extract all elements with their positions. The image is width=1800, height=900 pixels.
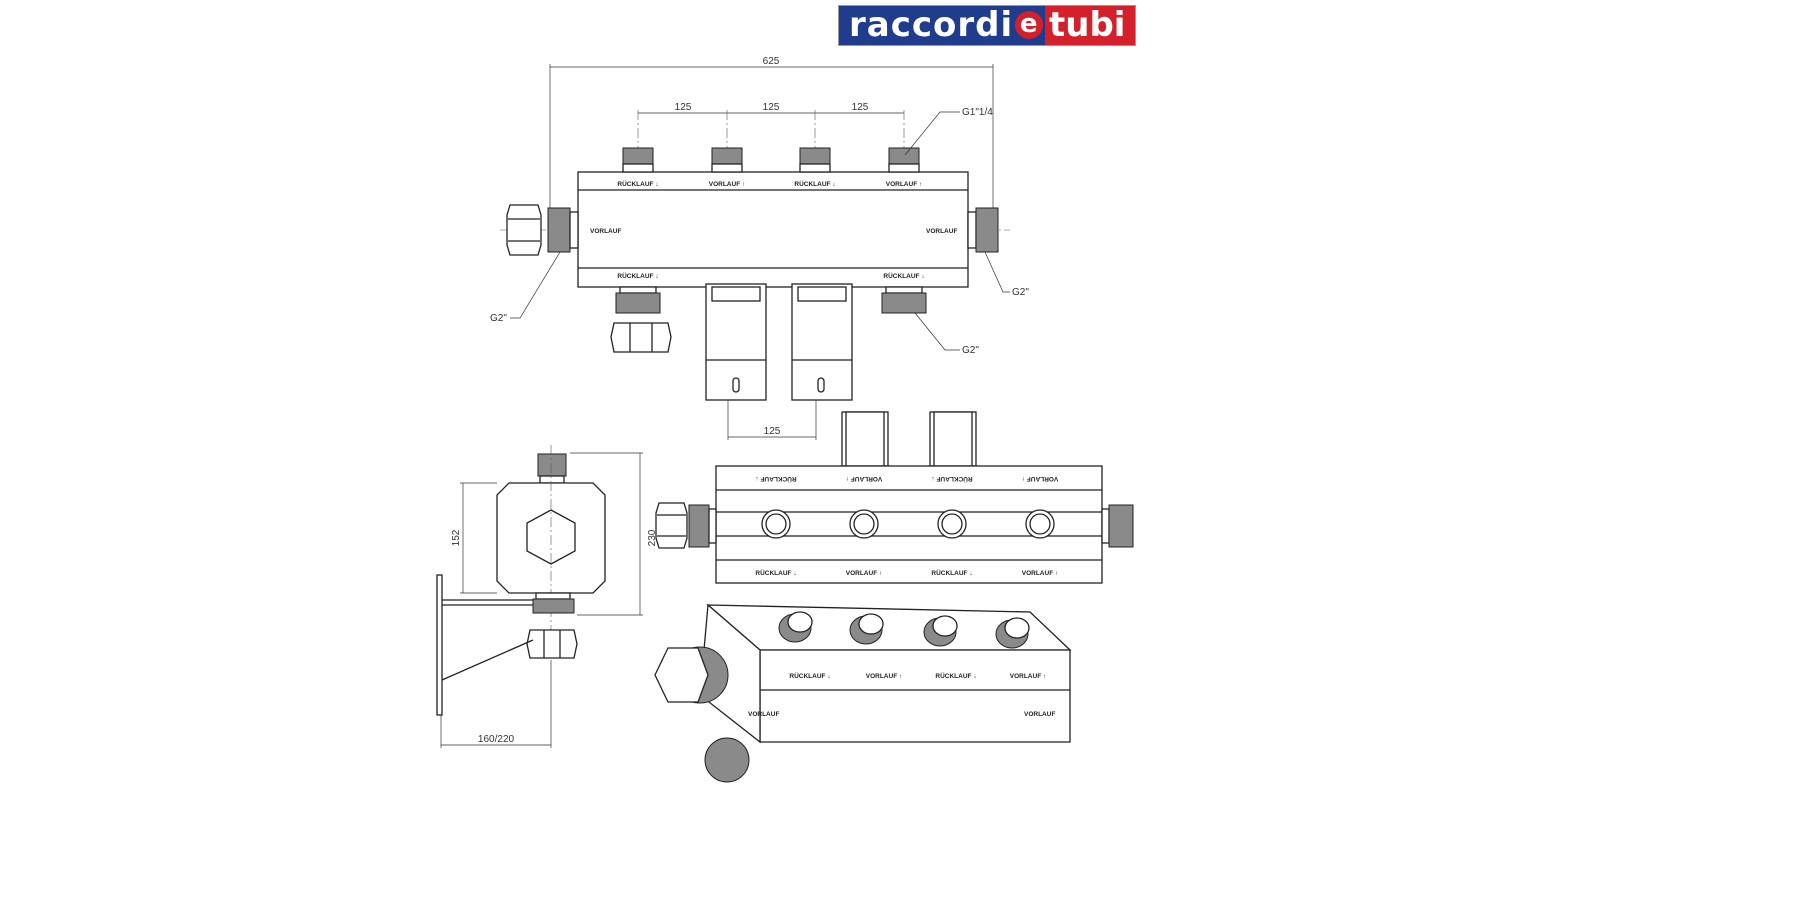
iso-end-label-right: VORLAUF bbox=[1024, 711, 1055, 718]
port-label: RÜCKLAUF ↓ bbox=[755, 568, 796, 577]
right-port bbox=[967, 207, 999, 253]
port-label: RÜCKLAUF ↓ bbox=[617, 179, 658, 188]
port-label: VORLAUF ↑ bbox=[1022, 475, 1058, 482]
front-view: RÜCKLAUF ↓ VORLAUF ↑ RÜCKLAUF ↓ VORLAUF … bbox=[655, 411, 1134, 584]
port-label: RÜCKLAUF ↓ bbox=[617, 271, 658, 280]
port-label: RÜCKLAUF ↓ bbox=[794, 179, 835, 188]
dim-125-b: 125 bbox=[763, 102, 780, 113]
side-label-right: VORLAUF bbox=[926, 228, 957, 235]
dimension-bracket-spacing: 125 bbox=[727, 400, 817, 440]
port-label: RÜCKLAUF ↓ bbox=[789, 671, 830, 680]
port-label: RÜCKLAUF ↓ bbox=[935, 671, 976, 680]
side-label-left: VORLAUF bbox=[590, 228, 621, 235]
port-label: VORLAUF ↑ bbox=[1022, 570, 1058, 577]
port-label: VORLAUF ↑ bbox=[846, 570, 882, 577]
port-label: VORLAUF ↑ bbox=[709, 181, 745, 188]
thread-label-top: G1"1/4 bbox=[962, 107, 993, 118]
port-label: VORLAUF ↑ bbox=[1010, 673, 1046, 680]
isometric-view: RÜCKLAUF ↓ VORLAUF ↑ RÜCKLAUF ↓ VORLAUF … bbox=[654, 603, 1072, 783]
port-label: RÜCKLAUF ↓ bbox=[931, 568, 972, 577]
iso-nut bbox=[654, 647, 709, 703]
iso-end-label-left: VORLAUF bbox=[748, 711, 779, 718]
dim-125-c: 125 bbox=[852, 102, 869, 113]
bottom-port-right bbox=[881, 292, 927, 314]
dimension-total-length: 625 bbox=[549, 56, 994, 210]
thread-label-right: G2" bbox=[1012, 287, 1029, 298]
port-label: RÜCKLAUF ↓ bbox=[931, 475, 972, 484]
port-label: RÜCKLAUF ↓ bbox=[755, 475, 796, 484]
dim-625: 625 bbox=[763, 56, 780, 67]
side-view: 152 230 160/220 bbox=[436, 445, 658, 748]
port-label: VORLAUF ↑ bbox=[886, 181, 922, 188]
dim-125-bracket: 125 bbox=[764, 426, 781, 437]
dim-230: 230 bbox=[647, 529, 658, 546]
dim-125-a: 125 bbox=[675, 102, 692, 113]
logo-text-tubi: tubi bbox=[1049, 5, 1126, 45]
logo-text-e: e bbox=[1015, 11, 1044, 39]
left-port-with-nut bbox=[506, 204, 579, 256]
thread-label-bottom: G2" bbox=[962, 345, 979, 356]
loose-nut bbox=[610, 322, 672, 353]
logo-text-raccordi: raccordi bbox=[849, 5, 1014, 45]
bottom-port-left bbox=[615, 292, 661, 314]
manifold-body bbox=[577, 171, 969, 288]
top-view: 625 125 125 125 RÜCKLAUF ↓ VORLAUF ↑ RÜC… bbox=[490, 56, 1029, 440]
iso-ports bbox=[778, 611, 1030, 649]
top-ports bbox=[622, 147, 920, 173]
wall-brackets bbox=[705, 283, 853, 401]
port-label: VORLAUF ↑ bbox=[866, 673, 902, 680]
port-label: RÜCKLAUF ↓ bbox=[883, 271, 924, 280]
dim-160-220: 160/220 bbox=[478, 734, 515, 745]
port-label: VORLAUF ↑ bbox=[846, 475, 882, 482]
dim-152: 152 bbox=[451, 529, 462, 546]
dimension-port-spacing: 125 125 125 bbox=[638, 102, 904, 114]
logo-red-part: tubi bbox=[1045, 6, 1135, 45]
thread-label-left: G2" bbox=[490, 313, 507, 324]
